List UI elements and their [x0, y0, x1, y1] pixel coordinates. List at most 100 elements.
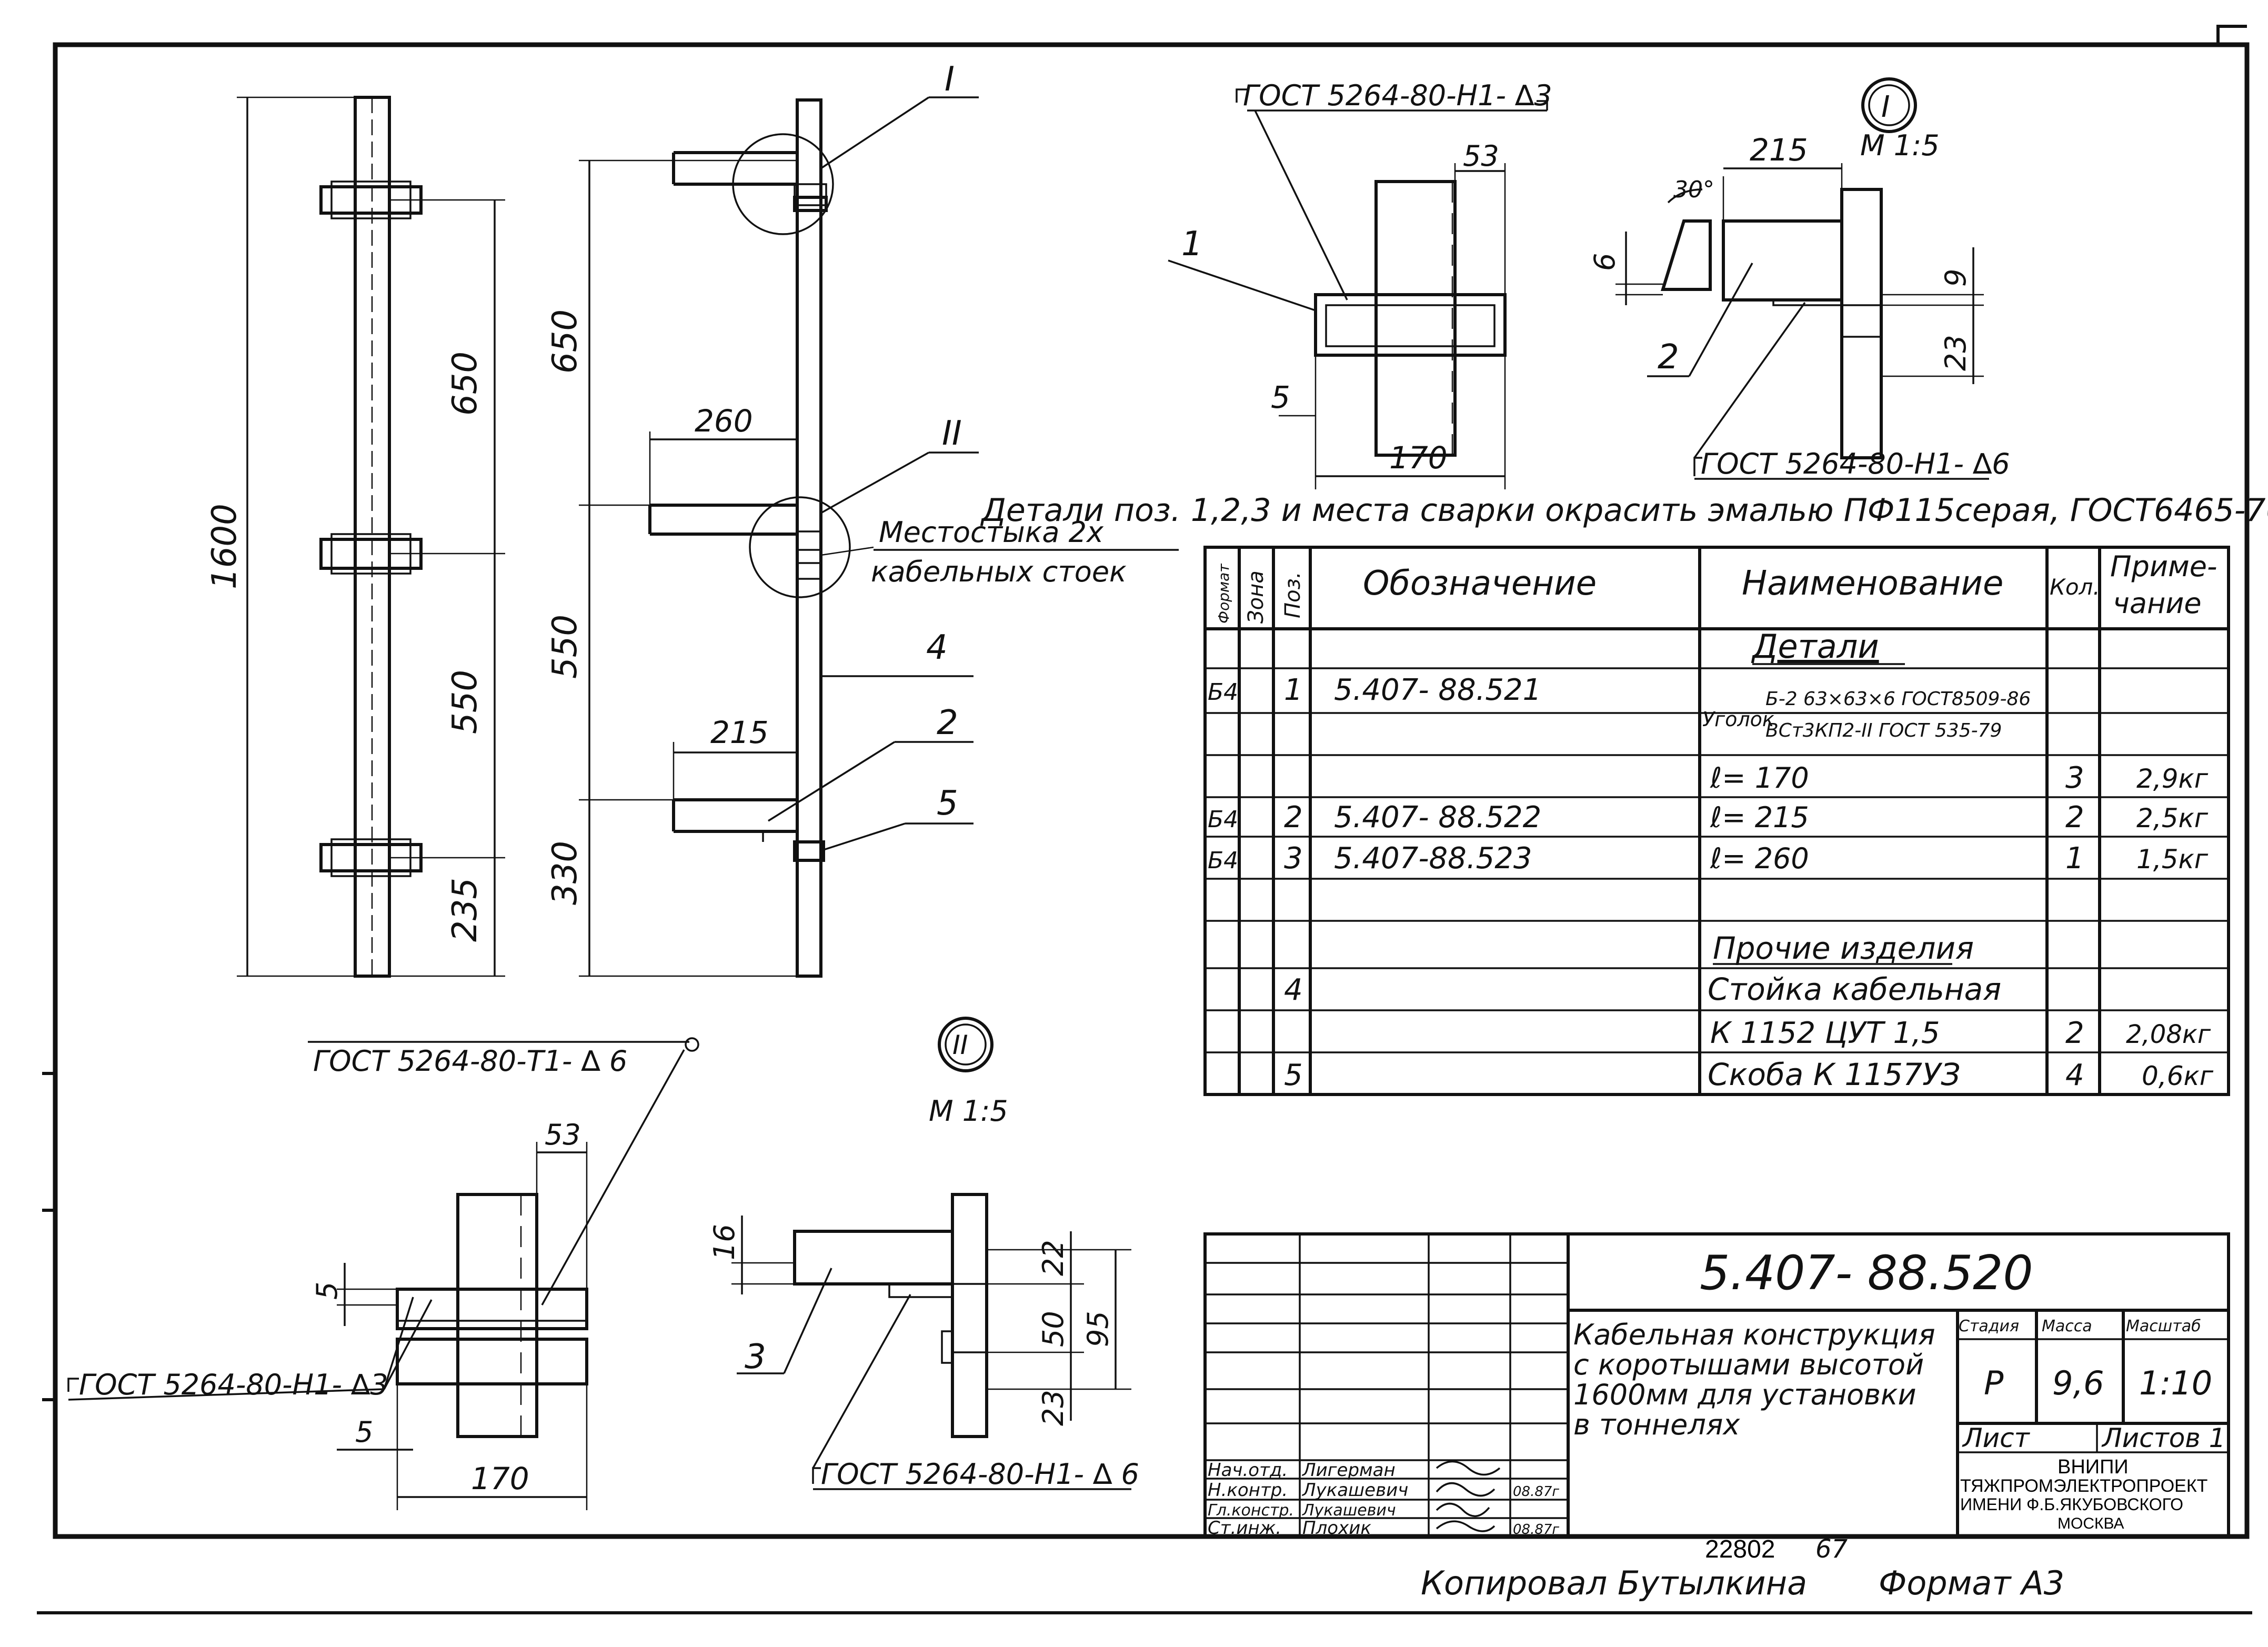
- row3-note: 2,9кг: [2136, 764, 2209, 794]
- signature-mark: [1436, 1482, 1496, 1497]
- sheets-label: Листов 1: [2101, 1423, 2225, 1453]
- scale-label: Масштаб: [2126, 1317, 2201, 1335]
- org-line-3: ИМЕНИ Ф.Б.ЯКУБОВСКОГО: [1960, 1495, 2183, 1514]
- left-view: 1600 650 550 235: [205, 96, 505, 978]
- sig-name-1: Лигерман: [1301, 1460, 1396, 1481]
- row1-designation: 5.407- 88.521: [1334, 673, 1541, 707]
- detail-I-dim-23: 23: [1939, 335, 1972, 371]
- bl-dim-53: 53: [545, 1118, 581, 1151]
- row4-pos: 2: [1284, 800, 1303, 835]
- angle-prefix: Уголок: [1702, 708, 1774, 731]
- detail-I-post: [1840, 188, 1883, 459]
- hdr-note-2: чание: [2113, 587, 2202, 620]
- signature-mark: [1436, 1502, 1490, 1518]
- sig-role-4: Ст.инж.: [1208, 1518, 1281, 1539]
- sig-name-3: Лукашевич: [1302, 1501, 1396, 1520]
- bm-post: [951, 1193, 988, 1438]
- callout-I-label: I: [945, 60, 955, 99]
- row3-name: ℓ= 170: [1710, 761, 1809, 795]
- bl-dim-5b: 5: [355, 1415, 373, 1449]
- detail-II-mark: [938, 1017, 993, 1072]
- title-line-4: в тоннелях: [1573, 1408, 1740, 1441]
- hdr-pos: Поз.: [1281, 571, 1305, 618]
- callout-II-label: II: [942, 414, 962, 453]
- row5-format: Б4: [1208, 847, 1238, 874]
- bracket-215-bottom: [672, 798, 797, 833]
- detail-I-mark: [1861, 77, 1917, 133]
- footer-page: 67: [1815, 1534, 1848, 1564]
- stage-label: Стадия: [1959, 1317, 2019, 1335]
- row6-name: Стойка кабельная: [1708, 971, 2001, 1007]
- middle-view: I II 650 550 330 260 215 4: [546, 60, 979, 978]
- callout-2: 2: [937, 704, 958, 742]
- mid-dim-330: 330: [546, 841, 585, 905]
- bl-bracket-upper: [396, 1288, 588, 1330]
- angle-top: Б-2 63×63×6 ГОСТ8509-86: [1765, 688, 2031, 710]
- detail-I: I М 1:5 215 30° 6 9 23 2 ГОСТ 5264-80-Н1…: [1588, 77, 2010, 480]
- row7-qty: 2: [2065, 1016, 2084, 1050]
- joint-label-1: Местостыка 2х: [879, 516, 1104, 549]
- sig-name-2: Лукашевич: [1301, 1480, 1408, 1501]
- bl-bracket-lower: [396, 1338, 588, 1385]
- top-detail-pos-1: 1: [1181, 225, 1203, 264]
- detail-I-pos-2: 2: [1658, 338, 1679, 377]
- dim-1600: 1600: [205, 504, 244, 589]
- top-detail-leader-1: [1168, 259, 1316, 312]
- row5-name: ℓ= 260: [1710, 842, 1809, 875]
- dim-235: 235: [446, 878, 485, 942]
- mass-label: Масса: [2042, 1317, 2092, 1335]
- stage-value: Р: [1984, 1364, 2004, 1402]
- callout-circle-II: [749, 496, 851, 598]
- section-details: Детали: [1751, 627, 1879, 666]
- detail-I-angle-section: [1660, 219, 1712, 291]
- detail-II-numeral: II: [952, 1030, 968, 1060]
- row8-name: Скоба К 1157УЗ: [1708, 1057, 1961, 1092]
- title-line-3: 1600мм для установки: [1573, 1378, 1916, 1411]
- row8-note: 0,6кг: [2142, 1061, 2214, 1091]
- callout-4: 4: [926, 628, 948, 667]
- top-dim-170: 170: [1389, 440, 1448, 476]
- dim-650: 650: [446, 352, 485, 416]
- row1-format: Б4: [1208, 679, 1238, 706]
- title-line-2: с коротышами высотой: [1573, 1348, 1924, 1381]
- spec-table: Формат Зона Поз. Обозначение Наименовани…: [1203, 546, 2230, 1096]
- callout-circle-I: [732, 133, 834, 235]
- row3-qty: 3: [2065, 761, 2084, 795]
- row8-qty: 4: [2065, 1058, 2084, 1092]
- corner-mark: [2216, 25, 2247, 45]
- bm-dim-16: 16: [708, 1224, 741, 1260]
- detail-I-angle: 30°: [1673, 176, 1714, 203]
- bl-dim-170: 170: [471, 1461, 529, 1497]
- hdr-zone: Зона: [1244, 570, 1268, 624]
- row4-name: ℓ= 215: [1710, 801, 1809, 834]
- hdr-note-1: Приме-: [2110, 550, 2217, 583]
- dim-260: 260: [695, 403, 753, 439]
- top-detail-bracket-outer: [1314, 293, 1507, 357]
- signature-mark: [1436, 1520, 1496, 1532]
- row1-pos: 1: [1284, 673, 1303, 707]
- sig-role-2: Н.контр.: [1208, 1480, 1288, 1501]
- bottom-mid-detail: 16 22 50 23 95 3 ГОСТ 5264-80-Н1- ∆ 6: [708, 1193, 1139, 1491]
- hdr-name: Наименование: [1742, 564, 2003, 603]
- bm-dim-23: 23: [1037, 1390, 1070, 1426]
- title-block: 5.407- 88.520 Кабельная конструкция с ко…: [1203, 1232, 2230, 1539]
- top-detail-post: [1374, 180, 1457, 457]
- sheet-label: Лист: [1962, 1423, 2031, 1453]
- row5-designation: 5.407-88.523: [1334, 841, 1532, 876]
- row8-pos: 5: [1284, 1058, 1303, 1092]
- detail-II: II М 1:5: [929, 1017, 1008, 1128]
- row4-format: Б4: [1208, 806, 1238, 833]
- bl-weld-label: ГОСТ 5264-80-Н1- ∆3: [79, 1368, 388, 1401]
- dim-550: 550: [446, 670, 485, 734]
- paint-note: Детали поз. 1,2,3 и места сварки окрасит…: [980, 492, 2268, 529]
- bm-dim-22: 22: [1037, 1240, 1070, 1276]
- org-line-2: ТЯЖПРОМЭЛЕКТРОПРОЕКТ: [1960, 1476, 2207, 1496]
- footer-format: Формат А3: [1879, 1564, 2064, 1602]
- row7-note: 2,08кг: [2126, 1020, 2211, 1049]
- bottom-left-detail: 53 5 5 170 ГОСТ 5264-80-Н1- ∆3: [67, 1118, 588, 1510]
- bm-dim-95: 95: [1081, 1311, 1115, 1347]
- bm-bracket: [793, 1230, 954, 1286]
- top-weld-detail: ГОСТ 5264-80-Н1- ∆3 1 53 5 170: [1168, 79, 1552, 489]
- bl-dim-5a: 5: [310, 1282, 344, 1300]
